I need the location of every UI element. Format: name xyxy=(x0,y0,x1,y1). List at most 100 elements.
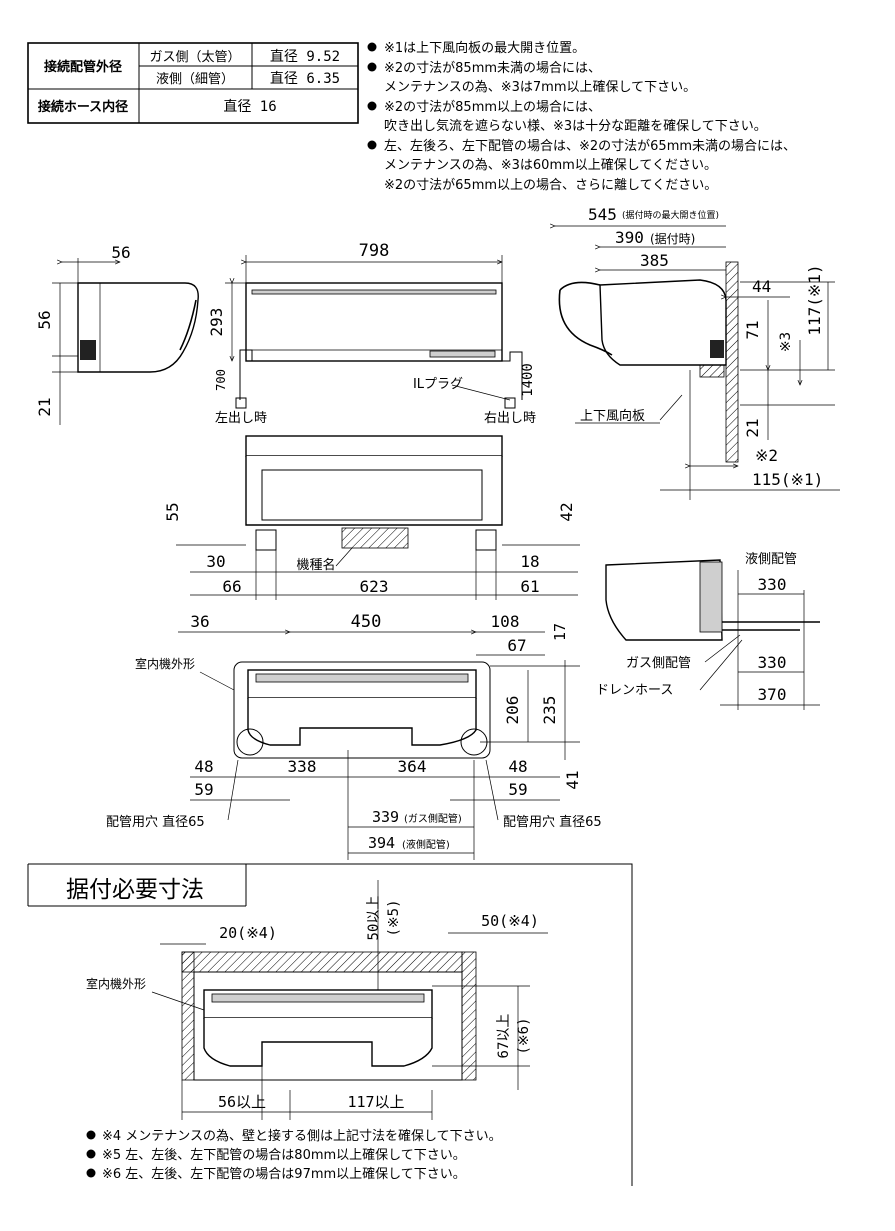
spec-liquid-value: 直径 6.35 xyxy=(270,70,340,87)
install-label-outline: 室内機外形 xyxy=(86,976,146,991)
dim-plate-59a: 59 xyxy=(194,780,213,799)
dim-right-pipe: 1400 xyxy=(520,363,536,397)
bullet-icon xyxy=(367,101,377,111)
label-left-out: 左出し時 xyxy=(215,411,267,426)
dim-71: 71 xyxy=(743,320,762,339)
spec-gas-value: 直径 9.52 xyxy=(270,48,340,65)
dim-mark3: ※3 xyxy=(778,332,794,352)
dim-side-bottom: 21 xyxy=(35,397,54,416)
spec-liquid-label: 液側（細管） xyxy=(156,72,234,87)
note-7: メンテナンスの為、※3は60mm以上確保してください。 xyxy=(384,157,717,173)
dim-bottom-42: 42 xyxy=(557,502,576,521)
note-2: ※2の寸法が85mm未満の場合には、 xyxy=(384,61,601,76)
label-hole-right: 配管用穴 直径65 xyxy=(503,815,602,830)
dim-plate-17: 17 xyxy=(551,623,569,641)
spec-table: 接続配管外径 ガス側（太管） 直径 9.52 液側（細管） 直径 6.35 接続… xyxy=(27,42,359,124)
dim-385: 385 xyxy=(640,251,669,270)
label-liquid-pipe: 液側配管 xyxy=(745,552,797,567)
spec-gas-label: ガス側（太管） xyxy=(149,50,240,65)
dim-390-note: (据付時) xyxy=(650,232,695,246)
dim-bottom-55: 55 xyxy=(163,502,182,521)
dim-pipe-330a: 330 xyxy=(758,575,787,594)
label-louver: 上下風向板 xyxy=(580,408,645,424)
bullet-icon xyxy=(367,62,377,72)
install-dim-117: 117以上 xyxy=(347,1093,404,1111)
bullet-icon xyxy=(367,140,377,150)
spec-hose-value: 直径 16 xyxy=(223,98,276,115)
dim-44: 44 xyxy=(752,277,771,296)
install-dim-67: 67以上 xyxy=(496,1014,512,1059)
top-notes: ※1は上下風向板の最大開き位置。 ※2の寸法が85mm未満の場合には、 メンテナ… xyxy=(367,40,796,193)
dim-plate-339: 339 xyxy=(372,808,399,826)
dim-bottom-30: 30 xyxy=(206,552,225,571)
dim-plate-450: 450 xyxy=(351,612,382,632)
piping-side-view: 液側配管 330 ガス側配管 330 ドレンホース 370 xyxy=(596,552,820,710)
dim-plate-48a: 48 xyxy=(194,757,213,776)
side-view-right: 545 (据付時の最大開き位置) 390 (据付時) 385 44 71 ※3 … xyxy=(555,205,840,500)
dim-side-width: 56 xyxy=(111,243,130,262)
dim-bottom-61: 61 xyxy=(520,577,539,596)
dim-front-width: 798 xyxy=(359,241,390,261)
dim-left-pipe: 700 xyxy=(214,369,228,391)
label-plug: ILプラグ xyxy=(413,377,463,392)
mounting-plate-view: 36 450 108 17 67 室内機外形 206 235 48 59 338… xyxy=(106,612,602,860)
bullet-icon xyxy=(86,1130,96,1140)
dim-pipe-330b: 330 xyxy=(758,653,787,672)
install-note-6: ※6 左、左後、左下配管の場合は97mm以上確保して下さい。 xyxy=(102,1166,466,1182)
note-3: メンテナンスの為、※3は7mm以上確保して下さい。 xyxy=(384,79,696,95)
dim-plate-364: 364 xyxy=(398,757,427,776)
dim-bottom-18: 18 xyxy=(520,552,539,571)
dim-390: 390 xyxy=(615,228,644,247)
dim-mark2: ※2 xyxy=(755,446,778,465)
install-note-5: ※5 左、左後、左下配管の場合は80mm以上確保して下さい。 xyxy=(102,1147,466,1163)
dim-plate-338: 338 xyxy=(288,757,317,776)
dim-plate-108: 108 xyxy=(491,612,520,631)
dim-plate-67: 67 xyxy=(507,636,526,655)
dim-plate-394: 394 xyxy=(368,834,395,852)
side-view-left: 56 56 21 xyxy=(35,243,199,425)
dim-side-top: 56 xyxy=(35,310,54,329)
install-dim-67-note: (※6) xyxy=(516,1017,532,1054)
label-gas-pipe: ガス側配管 xyxy=(626,656,691,671)
install-note-4: ※4 メンテナンスの為、壁と接する側は上記寸法を確保して下さい。 xyxy=(102,1128,502,1144)
bottom-view: 55 42 30 18 66 623 61 機種名 xyxy=(163,435,580,600)
label-right-out: 右出し時 xyxy=(484,411,536,426)
dim-21: 21 xyxy=(743,418,762,437)
note-4: ※2の寸法が85mm以上の場合には、 xyxy=(384,100,601,115)
label-drain-hose: ドレンホース xyxy=(596,683,673,698)
dim-plate-36: 36 xyxy=(190,612,209,631)
dim-front-height: 293 xyxy=(207,308,226,337)
spec-row1-label: 接続配管外径 xyxy=(44,59,122,75)
label-plate-outline: 室内機外形 xyxy=(135,656,195,671)
dim-bottom-623: 623 xyxy=(360,577,389,596)
dim-plate-394-note: (液側配管) xyxy=(402,838,450,851)
bullet-icon xyxy=(86,1149,96,1159)
dim-plate-48b: 48 xyxy=(508,757,527,776)
front-view: 798 293 700 1400 ILプラグ 左出し時 右出し時 xyxy=(207,241,536,426)
install-dim-20: 20(※4) xyxy=(219,924,277,942)
dim-545: 545 xyxy=(588,205,617,224)
note-8: ※2の寸法が65mm以上の場合、さらに離してください。 xyxy=(384,178,717,193)
label-hole-left: 配管用穴 直径65 xyxy=(106,815,205,830)
dim-plate-41: 41 xyxy=(563,770,582,789)
label-model-name: 機種名 xyxy=(296,557,335,573)
dim-115: 115(※1) xyxy=(752,470,823,489)
install-dim-50r: 50(※4) xyxy=(481,912,539,930)
dim-545-note: (据付時の最大開き位置) xyxy=(622,209,719,221)
install-dim-50top: 50以上 xyxy=(366,896,382,941)
dim-117: 117(※1) xyxy=(805,264,824,335)
note-1: ※1は上下風向板の最大開き位置。 xyxy=(384,40,585,56)
install-dim-56: 56以上 xyxy=(218,1093,266,1111)
bullet-icon xyxy=(86,1168,96,1178)
install-section: 据付必要寸法 20(※4) 50以上 (※5) 50(※4) 室内機外形 67以… xyxy=(27,863,633,1186)
install-title: 据付必要寸法 xyxy=(66,877,204,903)
note-5: 吹き出し気流を遮らない様、※3は十分な距離を確保して下さい。 xyxy=(384,118,767,134)
dim-plate-59b: 59 xyxy=(508,780,527,799)
bullet-icon xyxy=(367,42,377,52)
dim-plate-339-note: (ガス側配管) xyxy=(404,812,462,825)
dim-bottom-66: 66 xyxy=(222,577,241,596)
dim-pipe-370: 370 xyxy=(758,685,787,704)
spec-row2-label: 接続ホース内径 xyxy=(38,99,128,115)
dim-plate-235: 235 xyxy=(540,696,559,725)
